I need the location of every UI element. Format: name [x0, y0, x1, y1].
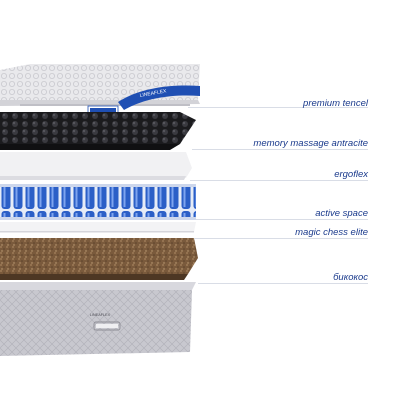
- label-memory-massage-antracite: memory massage antracite: [253, 138, 368, 149]
- label-active-space: active space: [315, 208, 368, 219]
- leader-line-memory-massage-antracite: [192, 149, 368, 150]
- label-premium-tencel: premium tencel: [303, 98, 368, 109]
- leader-line-ergoflex: [190, 180, 368, 181]
- layer-memory-massage-antracite: [0, 112, 196, 150]
- brand-tape-text: LINEAFLEX: [139, 88, 167, 99]
- label-magic-chess-elite: magic chess elite: [295, 227, 368, 238]
- brand-tape: LINEAFLEX: [118, 85, 200, 110]
- layer-magic-chess-elite: [0, 222, 196, 233]
- leader-line-magic-chess-elite: [194, 238, 368, 239]
- mattress-base: LINEAFLEX: [0, 282, 196, 356]
- layer-ergoflex: [0, 152, 192, 180]
- layer-active-space: [0, 184, 196, 220]
- layer-bikokos: [0, 238, 198, 280]
- label-ergoflex: ergoflex: [334, 169, 368, 180]
- base-brand-tag: LINEAFLEX: [90, 313, 111, 317]
- leader-line-active-space: [196, 219, 368, 220]
- leader-line-bikokos: [198, 283, 368, 284]
- layer-premium-tencel: [0, 64, 200, 106]
- label-bikokos: бикокос: [333, 272, 368, 283]
- leader-line-premium-tencel: [188, 107, 368, 108]
